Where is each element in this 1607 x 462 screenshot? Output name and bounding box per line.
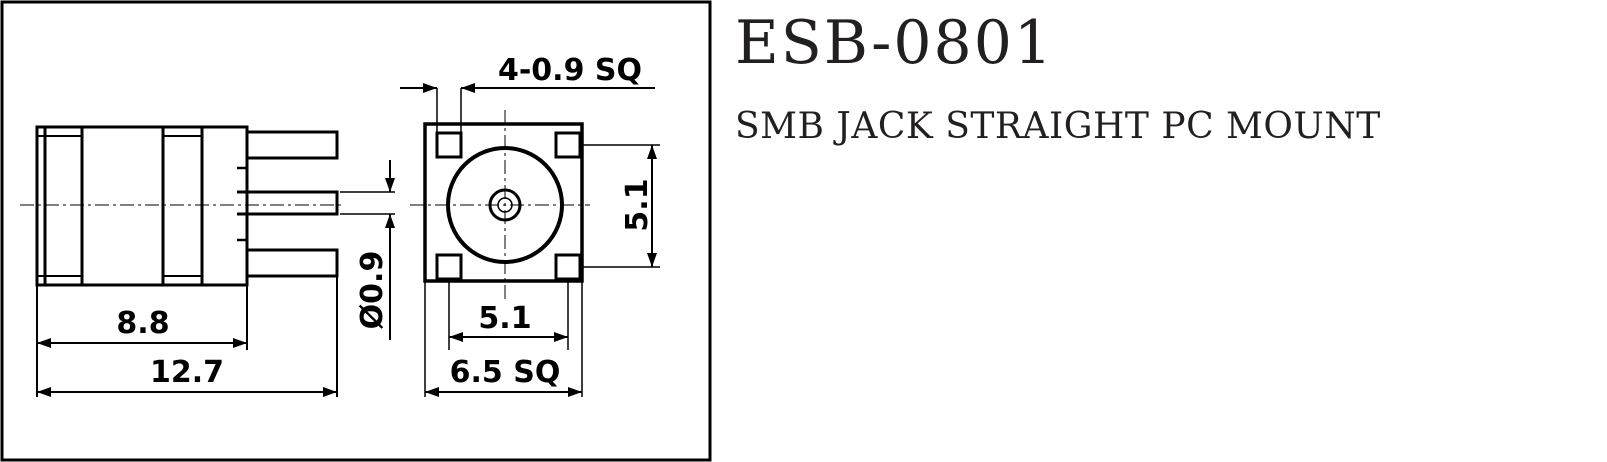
center-contact [488, 188, 522, 222]
pin-center [237, 190, 339, 216]
dim-body-width: 5.1 [620, 178, 655, 231]
pin-pad-bl [435, 253, 463, 281]
drawing-frame [0, 0, 712, 462]
page-subtitle: SMB JACK STRAIGHT PC MOUNT [735, 106, 1381, 147]
pin-top [247, 130, 339, 160]
side-view [20, 125, 395, 397]
dim-pin-square: 4-0.9 SQ [498, 53, 642, 88]
pin-pad-br [554, 253, 582, 281]
front-view [410, 88, 660, 397]
page-title: ESB-0801 [735, 8, 1055, 78]
dim-pin-spacing: 5.1 [478, 301, 531, 336]
pin-bottom [247, 248, 339, 278]
dim-length-body: 8.8 [116, 306, 169, 341]
dim-square: 6.5 SQ [450, 355, 561, 390]
dim-pin-diameter: Ø0.9 [355, 251, 390, 330]
pin-pad-tl [435, 131, 463, 159]
pin-pad-tr [554, 131, 582, 159]
side-dimensions [37, 160, 395, 397]
front-square-body [423, 122, 584, 283]
dim-length-total: 12.7 [150, 355, 224, 390]
front-dimensions [400, 83, 657, 397]
outer-ring [446, 146, 564, 264]
technical-drawing: 8.8 12.7 Ø0.9 4-0.9 SQ 5.1 [0, 0, 712, 462]
connector-body [35, 125, 249, 287]
